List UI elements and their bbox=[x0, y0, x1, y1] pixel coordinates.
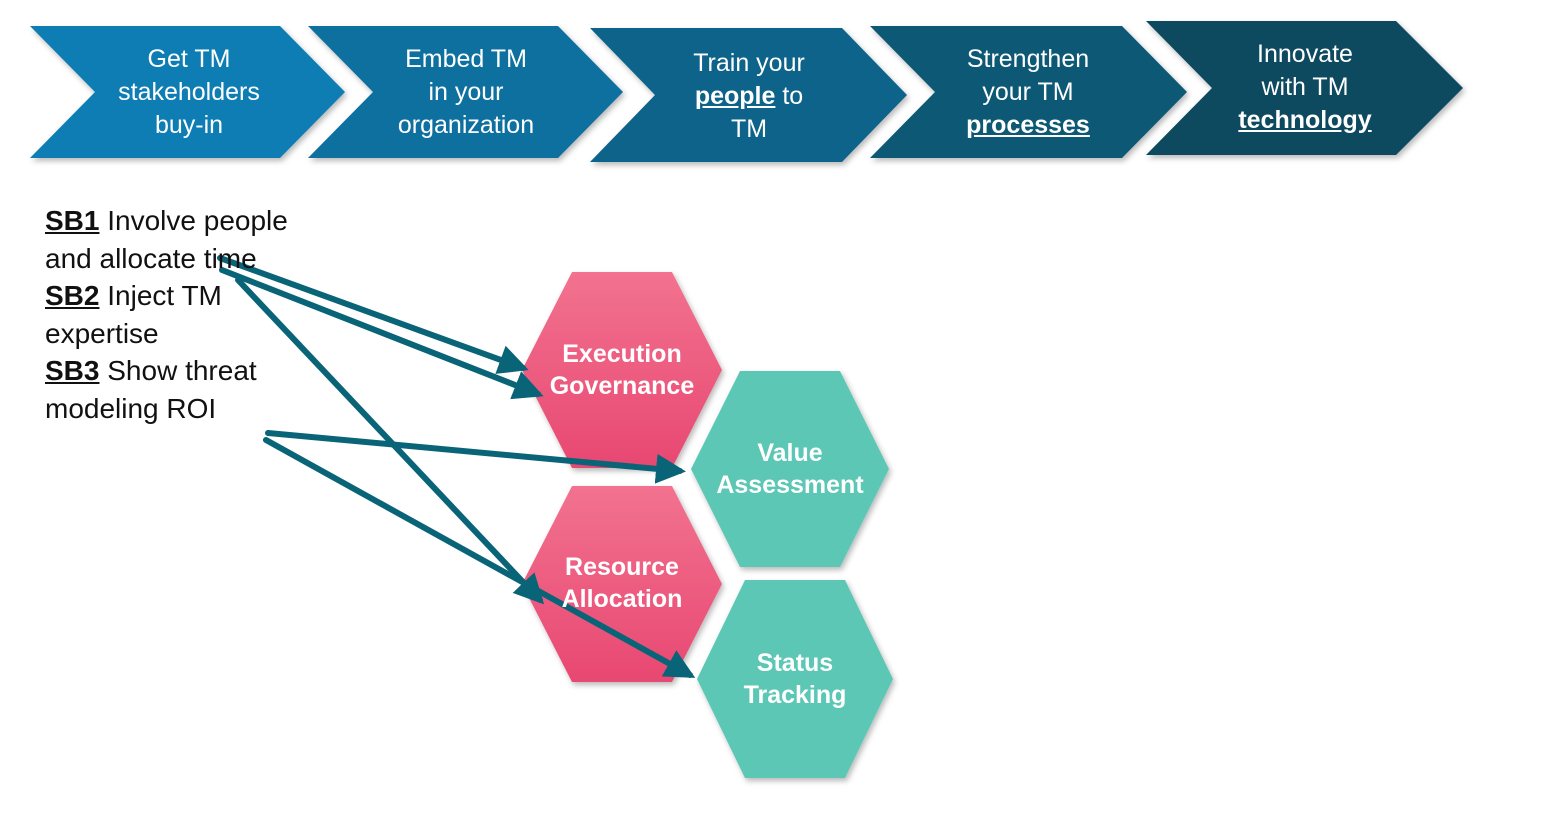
arrow-sb3-to-value-assessment bbox=[265, 430, 686, 484]
hexagon-label-status-tracking: Status Tracking bbox=[695, 639, 895, 719]
step-5-technology-emphasis: technology bbox=[1238, 105, 1372, 134]
step-3-line-1: Train your bbox=[693, 48, 805, 77]
step-4-line-1: Strengthen bbox=[966, 44, 1090, 73]
sb-item-1: SB1 Involve people and allocate time bbox=[45, 202, 295, 277]
step-5-line-2: with TM bbox=[1261, 72, 1349, 101]
sb-item-2: SB2 Inject TM expertise bbox=[45, 277, 295, 352]
hexagon-resource-allocation bbox=[522, 486, 722, 682]
step-2-line-2: in your bbox=[428, 77, 504, 106]
sb-code-3: SB3 bbox=[45, 355, 100, 386]
arrow-sb3-to-status-tracking bbox=[263, 437, 696, 678]
step-label-3: Train your people to TM bbox=[660, 32, 838, 160]
sb-code-2: SB2 bbox=[45, 280, 100, 311]
arrow-sb1-to-execution-governance bbox=[217, 255, 529, 374]
step-3-line-2: people to bbox=[660, 80, 838, 113]
step-label-5: Innovate with TM technology bbox=[1214, 25, 1396, 149]
chevron-row bbox=[30, 21, 1463, 162]
step-2-line-1: Embed TM bbox=[405, 44, 527, 73]
arrow-sb1-to-resource-allocation bbox=[235, 277, 545, 605]
arrow-sb2-to-execution-governance bbox=[219, 267, 544, 400]
step-3-people-emphasis: people bbox=[694, 81, 776, 110]
chevron-step-2 bbox=[308, 26, 623, 158]
step-4-line-2: your TM bbox=[982, 77, 1074, 106]
step-2-line-3: organization bbox=[397, 110, 535, 139]
value-assessment-line-1: Value bbox=[757, 439, 823, 467]
sb-code-1: SB1 bbox=[45, 205, 100, 236]
sb-text-2: Inject TM expertise bbox=[45, 280, 222, 349]
status-tracking-line-1: Status bbox=[756, 649, 834, 677]
step-3-line-3: TM bbox=[730, 114, 768, 143]
chevron-step-3 bbox=[590, 28, 907, 162]
step-1-line-1: Get TM bbox=[147, 44, 231, 73]
status-tracking-line-2: Tracking bbox=[743, 681, 847, 709]
sb-text-3: Show threat modeling ROI bbox=[45, 355, 257, 424]
step-5-line-1: Innovate bbox=[1257, 39, 1353, 68]
step-3-line-2-suffix: to bbox=[775, 81, 804, 110]
sb-list: SB1 Involve people and allocate time SB2… bbox=[45, 202, 295, 427]
chevron-step-1 bbox=[30, 26, 345, 158]
step-label-2: Embed TM in your organization bbox=[372, 30, 560, 154]
chevron-step-4 bbox=[870, 26, 1187, 158]
sb-item-3: SB3 Show threat modeling ROI bbox=[45, 352, 295, 427]
value-assessment-line-2: Assessment bbox=[716, 471, 864, 499]
hexagon-value-assessment bbox=[691, 371, 889, 567]
step-1-line-3: buy-in bbox=[154, 110, 224, 139]
step-5-line-3: technology bbox=[1214, 104, 1396, 137]
hexagon-label-resource-allocation: Resource Allocation bbox=[522, 543, 722, 623]
hexagon-label-execution-governance: Execution Governance bbox=[522, 330, 722, 410]
resource-allocation-line-1: Resource bbox=[565, 553, 679, 581]
hexagon-execution-governance bbox=[522, 272, 722, 468]
connector-arrows bbox=[217, 255, 696, 678]
hexagon-status-tracking bbox=[697, 580, 893, 778]
execution-governance-line-1: Execution bbox=[562, 340, 682, 368]
resource-allocation-line-2: Allocation bbox=[561, 585, 683, 613]
step-label-1: Get TM stakeholders buy-in bbox=[100, 30, 278, 154]
step-1-line-2: stakeholders bbox=[118, 77, 260, 106]
step-label-4: Strengthen your TM processes bbox=[938, 30, 1118, 154]
hexagon-cluster bbox=[522, 272, 893, 778]
hexagon-label-value-assessment: Value Assessment bbox=[690, 429, 890, 509]
step-4-line-3: processes bbox=[938, 109, 1118, 142]
sb-text-1: Involve people and allocate time bbox=[45, 205, 288, 274]
execution-governance-line-2: Governance bbox=[549, 372, 695, 400]
chevron-step-5 bbox=[1146, 21, 1463, 155]
step-4-processes-emphasis: processes bbox=[966, 110, 1090, 139]
